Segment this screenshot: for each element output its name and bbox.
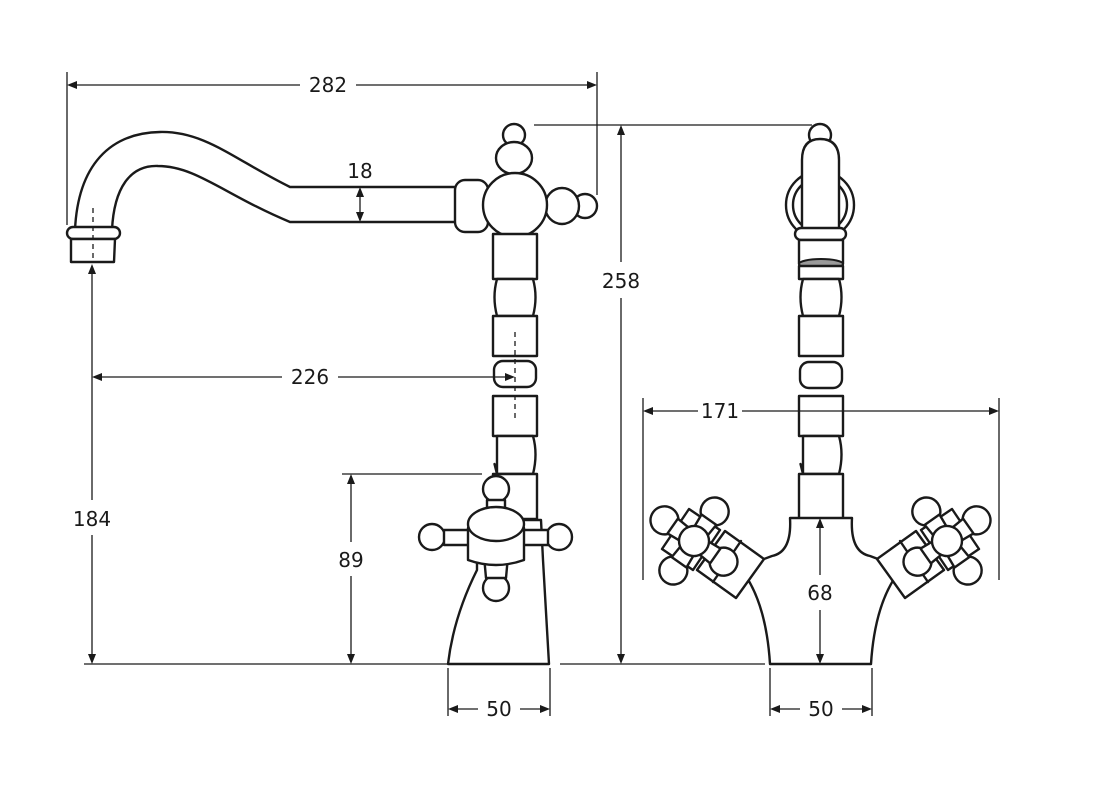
front-valve-left [623, 470, 766, 612]
dim-226-label: 226 [291, 365, 329, 389]
front-column-band-1 [797, 314, 845, 358]
dimension-lines: 282 18 226 184 89 50 258 [66, 72, 1000, 721]
dim-68-label: 68 [807, 581, 832, 605]
dim-50-side-label: 50 [486, 697, 511, 721]
column-waist-2 [493, 434, 537, 476]
spout-inner-outline [110, 164, 457, 232]
dim-258-label: 258 [602, 269, 640, 293]
dim-50-front-label: 50 [808, 697, 833, 721]
front-view [623, 122, 1018, 666]
dim-282-label: 282 [309, 73, 347, 97]
dim-89-label: 89 [338, 548, 363, 572]
front-spout [800, 137, 841, 232]
finial-neck [494, 140, 534, 176]
end-knob [543, 186, 581, 226]
dim-171-label: 171 [701, 399, 739, 423]
front-column-lower [797, 472, 845, 521]
front-column-band-2 [797, 394, 845, 438]
front-column-collar [798, 360, 844, 390]
column-waist-1 [493, 277, 537, 318]
spout-outline [73, 130, 457, 232]
side-view [65, 122, 599, 666]
front-column-upper [797, 264, 845, 281]
column-collar [492, 359, 538, 389]
dim-184-label: 184 [73, 507, 111, 531]
front-column-waist-1 [799, 277, 843, 318]
column-upper [491, 232, 539, 281]
front-column-waist-2 [799, 434, 843, 476]
front-valve-right [875, 470, 1018, 612]
front-aerator-ring [793, 226, 848, 242]
front-base-body [738, 516, 904, 666]
spout-aerator [69, 237, 117, 264]
dim-18-label: 18 [347, 159, 372, 183]
hub-sphere [481, 171, 549, 239]
cross-handle-side [417, 474, 574, 603]
